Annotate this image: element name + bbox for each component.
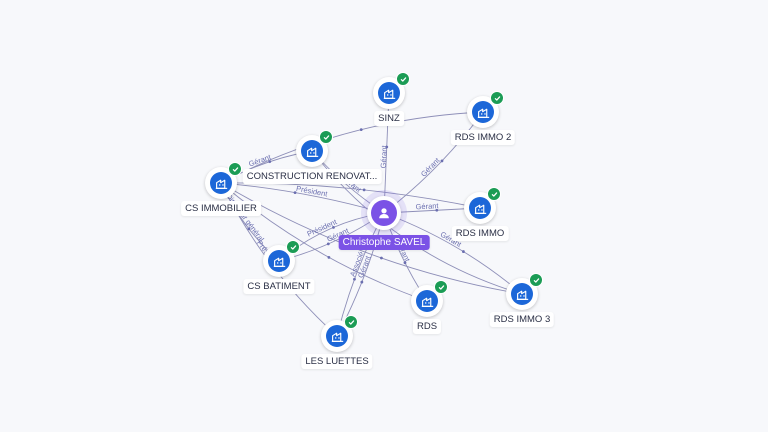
- edge-arrow-marker: [268, 160, 272, 164]
- company-node-circle[interactable]: [373, 72, 410, 109]
- edge-center-to-rds-immo-3: [383, 212, 523, 295]
- person-icon: [371, 200, 397, 226]
- building-icon: [472, 101, 494, 123]
- edge-arrow-marker: [362, 188, 366, 192]
- edge-arrow-marker: [293, 191, 297, 195]
- verified-check-icon: [529, 273, 543, 287]
- edge-arrow-marker: [327, 255, 331, 259]
- building-icon: [210, 172, 232, 194]
- edge-arrow-marker: [385, 145, 389, 149]
- building-icon: [326, 325, 348, 347]
- company-name-label[interactable]: CS BATIMENT: [243, 279, 315, 294]
- company-name-label[interactable]: CONSTRUCTION RENOVAT...: [242, 169, 382, 184]
- building-icon: [301, 140, 323, 162]
- company-node-circle[interactable]: [464, 187, 501, 224]
- person-name-label[interactable]: Christophe SAVEL: [338, 235, 430, 250]
- building-icon: [469, 197, 491, 219]
- edge-arrow-marker: [380, 256, 383, 260]
- edge-arrow-marker: [332, 225, 335, 229]
- edge-arrow-marker: [359, 128, 363, 132]
- edge-arrow-marker: [435, 208, 439, 212]
- edge-cs-immobilier-to-rds-immo-2: [220, 111, 484, 184]
- company-name-label[interactable]: CS IMMOBILIER: [181, 201, 261, 216]
- company-node-circle[interactable]: [321, 315, 358, 352]
- edge-arrow-marker: [247, 227, 251, 231]
- edge-label: Gérant: [379, 144, 389, 168]
- verified-check-icon: [487, 187, 501, 201]
- edge-arrow-marker: [360, 280, 364, 284]
- verified-check-icon: [286, 240, 300, 254]
- person-node-circle[interactable]: [367, 196, 401, 230]
- company-name-label[interactable]: RDS IMMO 3: [489, 312, 555, 327]
- company-name-label[interactable]: RDS IMMO 2: [450, 130, 516, 145]
- edge-arrow-marker: [353, 277, 356, 281]
- edge-arrow-marker: [403, 261, 407, 265]
- verified-check-icon: [319, 130, 333, 144]
- edge-label: Gérant: [415, 201, 439, 211]
- company-node-circle[interactable]: [263, 240, 300, 277]
- company-node-circle[interactable]: [467, 91, 504, 128]
- edge-arrow-marker: [462, 250, 465, 253]
- edge-arrow-marker: [326, 242, 330, 246]
- building-icon: [378, 82, 400, 104]
- verified-check-icon: [228, 162, 242, 176]
- company-node-circle[interactable]: [296, 130, 333, 167]
- edge-label: Directeur général: [224, 192, 266, 244]
- edge-label: Gérant: [419, 155, 442, 178]
- company-node-circle[interactable]: [205, 162, 242, 199]
- company-name-label[interactable]: SINZ: [374, 111, 404, 126]
- building-icon: [268, 250, 290, 272]
- company-name-label[interactable]: RDS: [412, 319, 442, 334]
- company-name-label[interactable]: LES LUETTES: [301, 354, 373, 369]
- edge-label: Gérant: [247, 152, 272, 168]
- building-icon: [416, 290, 438, 312]
- company-node-circle[interactable]: [506, 273, 543, 310]
- company-node-circle[interactable]: [411, 280, 448, 317]
- edge-arrow-marker: [440, 159, 444, 163]
- verified-check-icon: [396, 72, 410, 86]
- company-name-label[interactable]: RDS IMMO: [451, 226, 509, 241]
- verified-check-icon: [490, 91, 504, 105]
- verified-check-icon: [344, 315, 358, 329]
- verified-check-icon: [434, 280, 448, 294]
- building-icon: [511, 283, 533, 305]
